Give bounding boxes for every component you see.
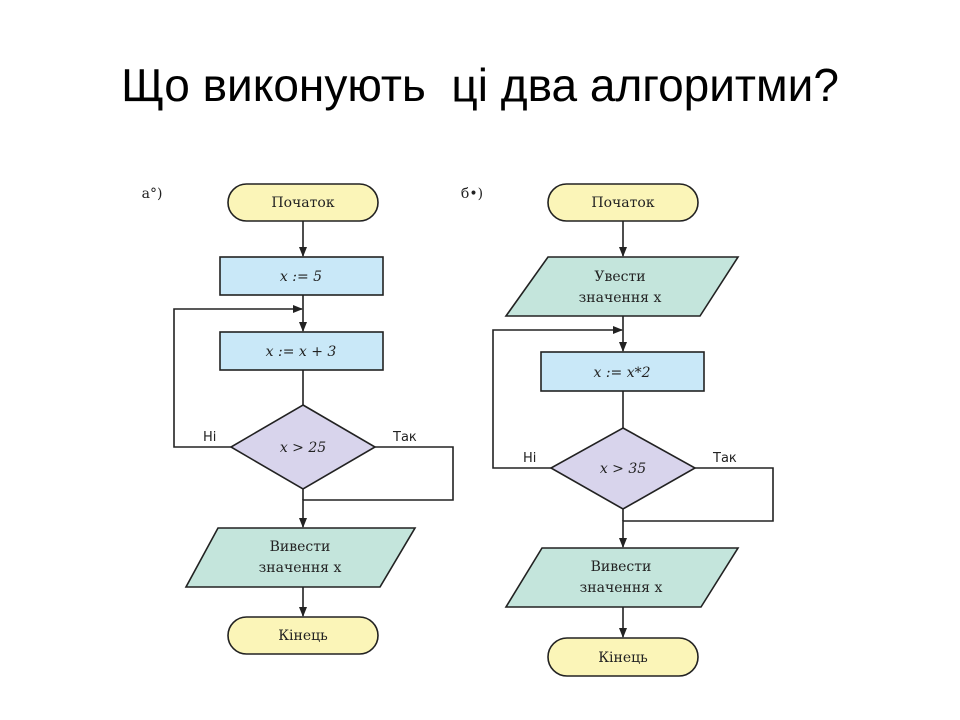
start-text-a: Початок xyxy=(271,195,334,211)
step-text-a: x := x + 3 xyxy=(266,344,337,360)
flowchart-a: а°) Початок x := 5 x := x + 3 x > 25 Ні … xyxy=(142,183,454,655)
loop-arrow-a xyxy=(173,305,303,448)
end-terminal-a xyxy=(227,616,379,655)
input-text-b-2: значення x xyxy=(579,290,662,306)
exit-arrow-b xyxy=(619,467,774,548)
init-text-a: x := 5 xyxy=(280,269,322,285)
end-text-a: Кінець xyxy=(278,628,328,644)
output-io-b xyxy=(504,547,740,608)
flowchart-b: б•) Початок Увести значення x x := x*2 x… xyxy=(461,183,774,677)
no-label-b: Ні xyxy=(523,451,536,466)
start-text-b: Початок xyxy=(591,195,654,211)
step-text-b: x := x*2 xyxy=(593,365,650,381)
flowchart-a-label: а°) xyxy=(142,186,163,202)
output-io-a xyxy=(184,527,417,588)
end-terminal-b xyxy=(547,637,699,677)
end-text-b: Кінець xyxy=(598,650,648,666)
yes-label-a: Так xyxy=(392,430,417,445)
input-text-b-1: Увести xyxy=(594,269,645,285)
output-text-b-2: значення x xyxy=(580,580,663,596)
step-process-a xyxy=(219,331,384,371)
no-label-a: Ні xyxy=(203,430,216,445)
output-text-b-1: Вивести xyxy=(591,559,652,575)
condition-text-b: x > 35 xyxy=(600,461,646,477)
output-text-a-2: значення x xyxy=(259,560,342,576)
exit-arrow-a xyxy=(299,446,454,528)
loop-arrow-b xyxy=(492,326,623,469)
output-text-a-1: Вивести xyxy=(270,539,331,555)
flowchart-b-label: б•) xyxy=(461,186,483,202)
step-process-b xyxy=(540,351,705,392)
input-io-b xyxy=(504,256,740,317)
slide-title: Що виконують ці два алгоритми? xyxy=(121,59,839,111)
condition-text-a: x > 25 xyxy=(280,440,326,456)
yes-label-b: Так xyxy=(712,451,737,466)
init-process-a xyxy=(219,256,384,296)
